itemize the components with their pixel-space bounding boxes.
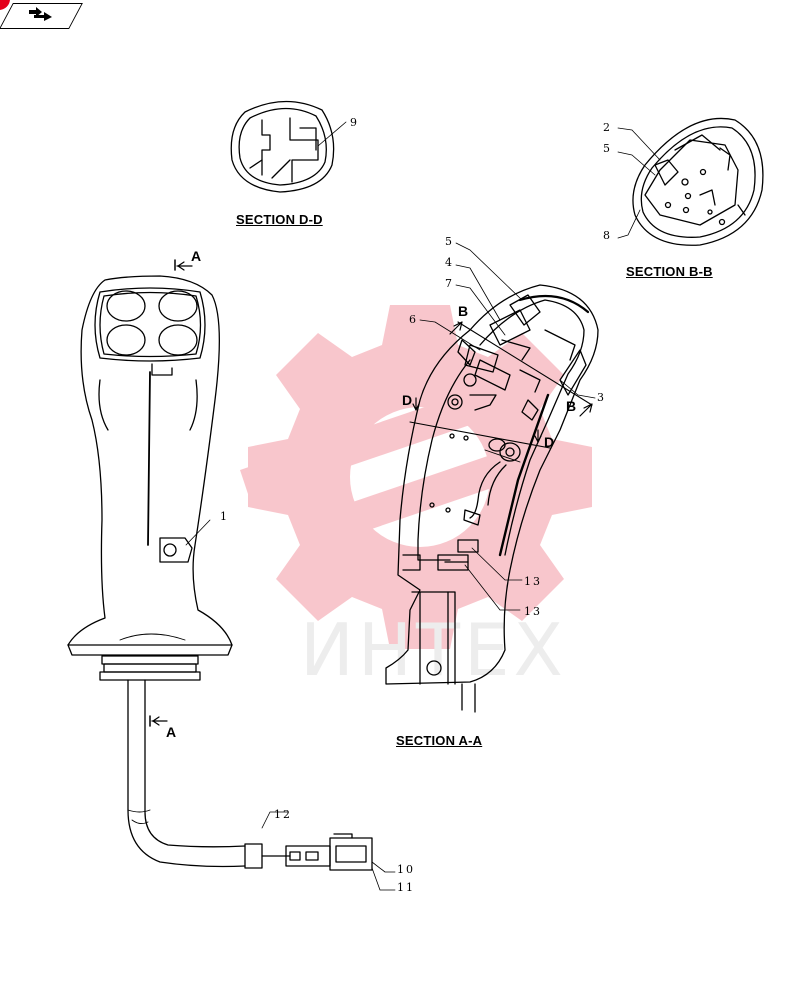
section-mark-b-left: B: [458, 303, 469, 319]
callout-4: 4: [445, 256, 454, 269]
callout-12: 12: [274, 808, 292, 821]
callout-9: 9: [350, 116, 359, 129]
callout-2: 2: [603, 121, 612, 134]
section-mark-a-bottom: A: [166, 724, 177, 740]
section-a-a-label: SECTION A-A: [396, 733, 483, 748]
section-b-b-label: SECTION B-B: [626, 264, 713, 279]
callout-10: 10: [397, 863, 415, 876]
nav-badge: [0, 0, 10, 10]
callout-1: 1: [220, 510, 229, 523]
section-b-b-view: [617, 117, 764, 246]
callout-5-section-b: 5: [603, 142, 612, 155]
section-mark-d-left: D: [402, 392, 413, 408]
joystick-exterior-view: [67, 259, 396, 891]
section-d-d-label: SECTION D-D: [236, 212, 323, 227]
callout-3: 3: [597, 391, 606, 404]
watermark-text: ИНТЕХ: [300, 608, 567, 692]
callout-13-upper: 13: [524, 575, 542, 588]
back-nav-button[interactable]: [0, 0, 83, 30]
callout-11: 11: [397, 881, 415, 894]
section-mark-b-right: B: [566, 398, 577, 414]
section-a-a-view: [385, 242, 599, 713]
callout-6: 6: [409, 313, 418, 326]
section-mark-a-top: A: [191, 248, 202, 264]
back-arrow-icon: [29, 7, 52, 21]
callout-7: 7: [445, 277, 454, 290]
callout-5-section-a: 5: [445, 235, 454, 248]
section-mark-d-right: D: [544, 434, 555, 450]
section-d-d-view: [230, 100, 347, 193]
callout-13-lower: 13: [524, 605, 542, 618]
callout-8: 8: [603, 229, 612, 242]
